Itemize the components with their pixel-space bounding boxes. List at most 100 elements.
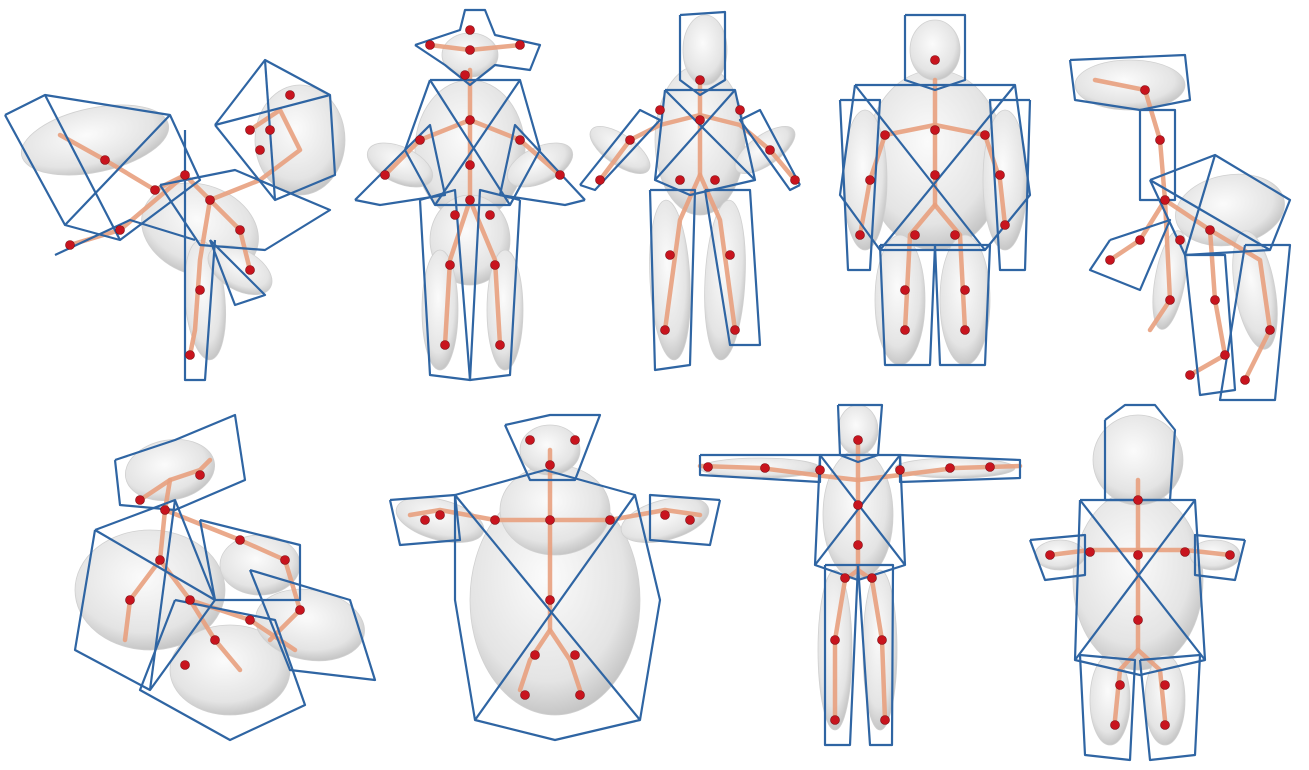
skeleton-joint xyxy=(946,464,955,473)
skeleton-joint xyxy=(596,176,605,185)
cage-edge xyxy=(1140,110,1175,200)
skeleton-joint xyxy=(531,651,540,660)
skeleton-joint xyxy=(186,596,195,605)
skeleton-joint xyxy=(1086,548,1095,557)
skeleton-joint xyxy=(246,126,255,135)
figure-dragon xyxy=(5,60,345,380)
skeleton-joint xyxy=(246,266,255,275)
skeleton-joint xyxy=(116,226,125,235)
skeleton-joint xyxy=(266,126,275,135)
skeleton-joint xyxy=(854,541,863,550)
figure-armored-humanoid xyxy=(355,10,585,380)
skeleton-joint xyxy=(901,286,910,295)
skeleton-joint xyxy=(731,326,740,335)
skeleton-joint xyxy=(726,251,735,260)
skeleton-joint xyxy=(441,341,450,350)
skeleton-joint xyxy=(1161,681,1170,690)
skeleton-joint xyxy=(516,136,525,145)
skeleton-joint xyxy=(704,463,713,472)
skeleton-joint xyxy=(696,116,705,125)
skeleton-joint xyxy=(961,326,970,335)
skeleton-joint xyxy=(1001,221,1010,230)
skeleton-joint xyxy=(901,326,910,335)
skeleton-joint xyxy=(996,171,1005,180)
skeleton-joint xyxy=(1266,326,1275,335)
skeleton-joint xyxy=(426,41,435,50)
skeleton-joint xyxy=(466,161,475,170)
skeleton-joint xyxy=(1181,548,1190,557)
skeleton-joint xyxy=(686,516,695,525)
figure-round-creature xyxy=(390,415,720,740)
skeleton-joint xyxy=(1211,296,1220,305)
skeleton-joint xyxy=(766,146,775,155)
skeleton-joint xyxy=(1111,721,1120,730)
skeleton-joint xyxy=(931,126,940,135)
skeleton-joint xyxy=(521,691,530,700)
skeleton-joint xyxy=(211,636,220,645)
skeleton-joint xyxy=(466,196,475,205)
skeleton-joint xyxy=(1116,681,1125,690)
skeleton-joint xyxy=(451,211,460,220)
skeleton-joint xyxy=(206,196,215,205)
skeleton-joint xyxy=(381,171,390,180)
skeleton-joint xyxy=(181,661,190,670)
skeleton-joint xyxy=(896,466,905,475)
skeleton-joint xyxy=(101,156,110,165)
skeleton-joint xyxy=(1186,371,1195,380)
skeleton-joint xyxy=(661,511,670,520)
skeleton-joint xyxy=(466,116,475,125)
skeleton-joint xyxy=(854,501,863,510)
skeleton-joint xyxy=(1161,196,1170,205)
skeleton-joint xyxy=(911,231,920,240)
skeleton-joint xyxy=(1136,236,1145,245)
skeleton-joint xyxy=(696,76,705,85)
skeleton-joint xyxy=(656,106,665,115)
skeleton-joint xyxy=(421,516,430,525)
skeleton-joint xyxy=(816,466,825,475)
skeleton-joint xyxy=(546,596,555,605)
skeleton-joint xyxy=(1161,721,1170,730)
skeleton-joint xyxy=(136,496,145,505)
skeleton-joint xyxy=(1134,616,1143,625)
skeleton-joint xyxy=(246,616,255,625)
skeleton-joint xyxy=(981,131,990,140)
skeleton-joint xyxy=(181,171,190,180)
skeleton-joint xyxy=(236,536,245,545)
skeleton-joint xyxy=(491,516,500,525)
skeleton-joint xyxy=(831,716,840,725)
skeleton-joint xyxy=(831,636,840,645)
skeleton-joint xyxy=(286,91,295,100)
skeleton-joint xyxy=(666,251,675,260)
skeleton-joint xyxy=(446,261,455,270)
skeleton-joint xyxy=(1156,136,1165,145)
skeleton-joint xyxy=(868,574,877,583)
skeleton-joint xyxy=(126,596,135,605)
figure-dinosaur xyxy=(1070,55,1290,400)
skeleton-joint xyxy=(186,351,195,360)
skeleton-joint xyxy=(961,286,970,295)
skeleton-joint xyxy=(466,46,475,55)
skeleton-joint xyxy=(626,136,635,145)
skeleton-joint xyxy=(881,716,890,725)
skeleton-joint xyxy=(606,516,615,525)
skeleton-joint xyxy=(1221,351,1230,360)
mesh-part xyxy=(683,15,727,85)
skeleton-joint xyxy=(1141,86,1150,95)
skeleton-joint xyxy=(881,131,890,140)
skeleton-joint xyxy=(571,436,580,445)
skeleton-joint xyxy=(866,176,875,185)
skeleton-joint xyxy=(1241,376,1250,385)
mesh-part xyxy=(701,199,749,361)
skeleton-joint xyxy=(878,636,887,645)
figure-humanoid-walking xyxy=(580,12,802,370)
figure-curled-creature xyxy=(75,415,375,740)
skeleton-joint xyxy=(416,136,425,145)
skeleton-joint xyxy=(854,436,863,445)
figure-t-pose-humanoid xyxy=(700,405,1020,745)
skeleton-joint xyxy=(66,241,75,250)
skeleton-joint xyxy=(236,226,245,235)
mesh-part xyxy=(15,93,175,187)
skeleton-joint xyxy=(556,171,565,180)
